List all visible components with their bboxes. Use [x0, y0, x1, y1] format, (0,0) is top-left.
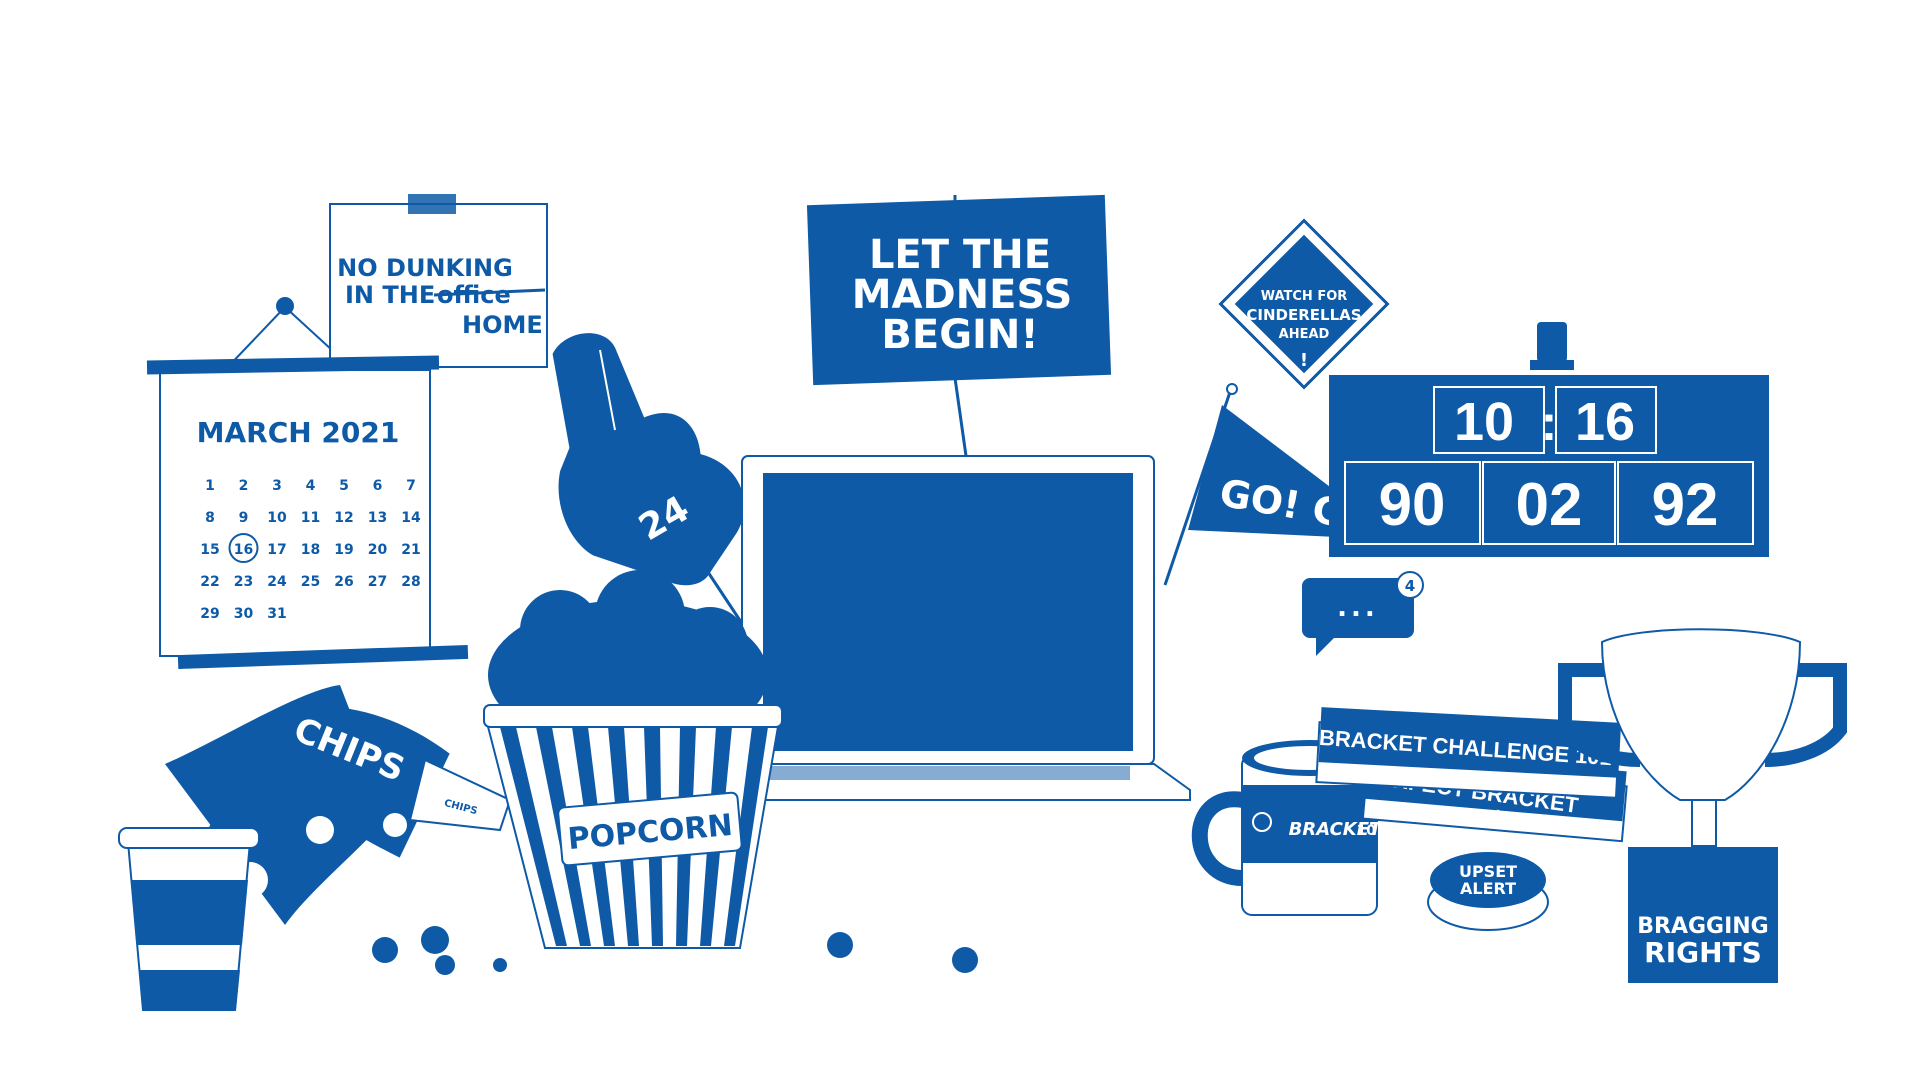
chat-badge: 4 — [1405, 577, 1415, 595]
laptop-screen — [763, 473, 1133, 751]
clock-separator: : — [1541, 395, 1558, 451]
calendar-day: 25 — [301, 574, 320, 590]
calendar-day: 28 — [401, 574, 420, 590]
note-line1: NO DUNKING — [337, 254, 513, 282]
calendar-day: 13 — [368, 510, 387, 526]
madness-line1: LET THE — [869, 232, 1051, 278]
madness-sign: LET THE MADNESS BEGIN! — [806, 194, 1112, 471]
calendar-day: 17 — [267, 542, 286, 558]
cinderellas-sign: WATCH FOR CINDERELLAS AHEAD ! — [1218, 218, 1390, 390]
trophy-line1: BRAGGING — [1637, 914, 1769, 939]
calendar-day: 26 — [334, 574, 353, 590]
calendar-day: 7 — [406, 478, 416, 494]
drink-cup — [118, 786, 260, 1011]
calendar-day: 9 — [239, 510, 249, 526]
note-line2-prefix: IN THE — [345, 281, 435, 309]
laptop — [739, 455, 1191, 801]
foam-finger: 24 — [552, 333, 747, 629]
calendar-day: 23 — [234, 574, 253, 590]
calendar-day: 20 — [368, 542, 388, 558]
calendar-day: 27 — [368, 574, 387, 590]
no-dunking-note: NO DUNKING IN THE office HOME — [224, 194, 548, 371]
calendar-day: 10 — [267, 510, 287, 526]
note-paper — [329, 203, 548, 368]
diamond-line2: CINDERELLAS — [1246, 306, 1361, 324]
diamond-line1: WATCH FOR — [1261, 289, 1348, 304]
calendar-day: 12 — [334, 510, 353, 526]
upset-line1: UPSET — [1459, 862, 1517, 881]
chat-bubble: ... 4 — [1302, 571, 1424, 656]
period: 02 — [1516, 471, 1583, 538]
tape — [408, 194, 456, 214]
trophy: BRAGGING RIGHTS — [1558, 628, 1847, 983]
calendar-day: 19 — [334, 542, 353, 558]
calendar-day: 6 — [373, 478, 383, 494]
calendar-title: MARCH 2021 — [197, 416, 400, 449]
calendar-day: 30 — [234, 606, 254, 622]
home-score: 90 — [1379, 471, 1446, 538]
calendar-day: 5 — [339, 478, 349, 494]
popcorn-stripe — [500, 727, 567, 946]
calendar-day: 24 — [267, 574, 287, 590]
calendar-day: 31 — [267, 606, 286, 622]
popcorn-stripe — [724, 727, 768, 946]
away-score: 92 — [1652, 471, 1719, 538]
calendar-day: 29 — [200, 606, 219, 622]
calendar-day: 8 — [205, 510, 215, 526]
scoreboard: 10 : 16 90 02 92 — [1329, 322, 1769, 557]
calendar-day: 4 — [306, 478, 316, 494]
madness-line3: BEGIN! — [881, 312, 1038, 358]
circled-day-marker — [228, 533, 259, 563]
clock-seconds: 16 — [1575, 392, 1635, 452]
note-replacement: HOME — [462, 311, 543, 339]
calendar-day: 21 — [401, 542, 420, 558]
clock-minutes: 10 — [1454, 392, 1514, 452]
foam-hand — [552, 333, 745, 586]
calendar-day: 16 — [234, 542, 253, 558]
diamond-mark: ! — [1300, 350, 1308, 371]
calendar-nail — [276, 297, 294, 315]
calendar-day: 2 — [239, 478, 249, 494]
madness-line2: MADNESS — [852, 272, 1073, 318]
calendar-day: 1 — [205, 478, 215, 494]
calendar-day: 15 — [200, 542, 219, 558]
upset-line2: ALERT — [1460, 879, 1516, 898]
diamond-line3: AHEAD — [1279, 327, 1330, 342]
calendar-day: 11 — [301, 510, 320, 526]
calendar-day: 18 — [301, 542, 320, 558]
mug-label: BRACKET — [1289, 819, 1383, 840]
calendar-day: 22 — [200, 574, 219, 590]
calendar-day: 3 — [272, 478, 282, 494]
mug-label-suffix: 10 — [1357, 823, 1377, 839]
chat-dots: ... — [1337, 593, 1379, 623]
trophy-base — [1628, 847, 1778, 983]
popcorn: POPCORN — [372, 570, 978, 975]
calendar-day: 14 — [401, 510, 421, 526]
trophy-line2: RIGHTS — [1644, 936, 1762, 969]
upset-alert-button: UPSET ALERT — [1427, 852, 1549, 931]
chips-bag: CHIPS CHIPS — [165, 685, 512, 925]
